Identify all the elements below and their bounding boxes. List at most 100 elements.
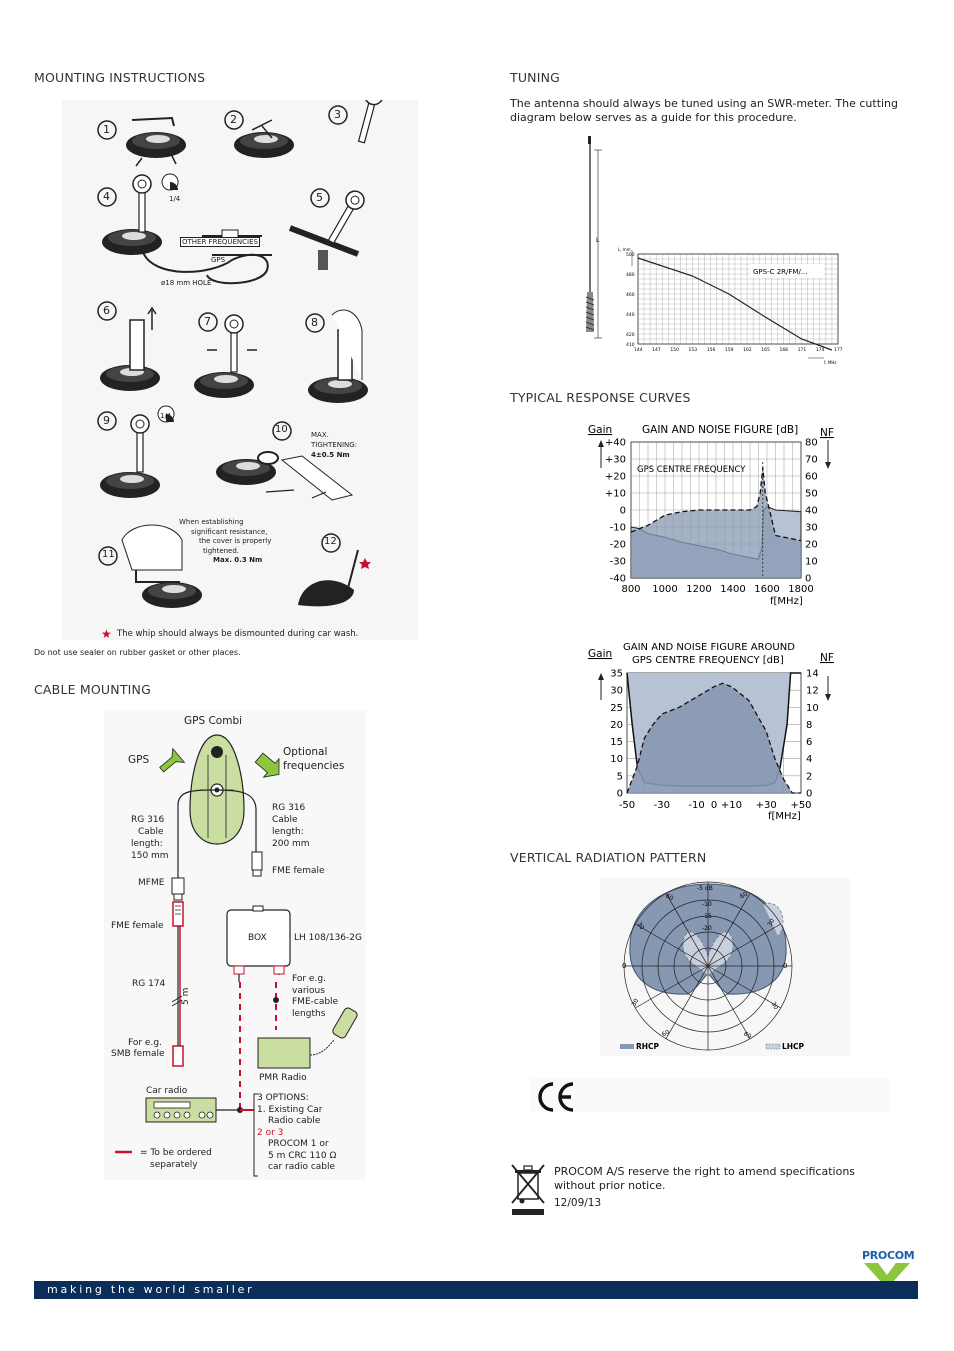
tuning-y-tick: 440 (626, 312, 635, 318)
step-6-number: 6 (103, 304, 110, 317)
chart2-left-tick: 5 (617, 771, 623, 782)
step-5-number: 5 (316, 191, 323, 204)
tuning-x-tick: 162 (743, 347, 752, 353)
chart2-title-1: GAIN AND NOISE FIGURE AROUND (623, 642, 795, 653)
tuning-x-tick: 153 (689, 347, 698, 353)
step-1-number: 1 (103, 123, 110, 136)
chart2-x-tick: 0 (711, 800, 717, 811)
five-m-label: 5 m (181, 987, 191, 1005)
tuning-x-tick: 177 (834, 347, 843, 353)
chart2-left-tick: 35 (610, 669, 623, 680)
chart1-left-tick: +40 (605, 438, 626, 449)
procom-logo-icon (864, 1263, 910, 1295)
chart1-right-tick: 10 (805, 557, 818, 568)
tuning-x-tick: 144 (634, 347, 643, 353)
chart2-right-tick: 2 (806, 771, 812, 782)
chart2-x-tick: +50 (790, 800, 811, 811)
mounting-illustration-panel: 1 2 3 4 5 6 7 8 9 10 11 12 1/4 OTHER FRE… (62, 83, 418, 640)
chart2-right-tick: 8 (806, 720, 812, 731)
angle-label-8: 60 (742, 1030, 752, 1040)
chart2-left-tick: 10 (610, 754, 623, 765)
response-title: TYPICAL RESPONSE CURVES (510, 390, 691, 405)
angle-label-6: 30 (770, 1001, 780, 1011)
gps-connector-label: GPS (211, 256, 226, 264)
chart1-left-tick: +30 (605, 455, 626, 466)
chart1-left-tick: 0 (620, 506, 626, 517)
chart2-left-tick: 30 (610, 686, 623, 697)
angle-label-4: 60 (739, 890, 749, 900)
tuning-x-tick: 147 (652, 347, 661, 353)
chart2-left-tick: 20 (610, 720, 623, 731)
chart2-nf-label: NF (820, 652, 834, 664)
chart1-x-tick: 1800 (788, 584, 813, 595)
chart2-left-tick: 15 (610, 737, 623, 748)
car-radio-label: Car radio (146, 1086, 188, 1096)
pmr-radio-label: PMR Radio (259, 1073, 307, 1083)
tuning-x-tick: 156 (707, 347, 716, 353)
chart2-title-2: GPS CENTRE FREQUENCY [dB] (632, 655, 784, 666)
tuning-title: TUNING (510, 70, 561, 85)
chart1-annotation: GPS CENTRE FREQUENCY (637, 465, 746, 475)
tuning-x-tick: 150 (670, 347, 679, 353)
lh-label: LH 108/136-2G (294, 933, 362, 943)
tuning-x-label: f, MHz (824, 360, 837, 365)
chart2-right-tick: 0 (806, 789, 812, 800)
zero-right-label: 0 (783, 962, 787, 970)
ring-10-label: -10 (702, 901, 712, 908)
sealer-note: Do not use sealer on rubber gasket or ot… (34, 648, 241, 657)
slogan: making the world smaller (47, 1283, 255, 1296)
angle-label-5: 30 (630, 997, 640, 1007)
radiation-title: VERTICAL RADIATION PATTERN (510, 850, 707, 865)
chart2-right-tick: 12 (806, 686, 819, 697)
tuning-y-tick: 480 (626, 272, 635, 278)
whip-drawing (585, 136, 602, 339)
lhcp-swatch (765, 1043, 781, 1050)
chart1-left-tick: -20 (610, 540, 626, 551)
hole-size-label: ø18 mm HOLE (161, 279, 212, 287)
chart1-left-tick: -40 (610, 574, 626, 585)
chart1-right-tick: 20 (805, 540, 818, 551)
tuning-x-tick: 159 (725, 347, 734, 353)
chart2-gain-line (626, 682, 801, 794)
chart1-left-tick: -30 (610, 557, 626, 568)
length-label: L (596, 237, 600, 244)
angle-label-1: 30 (636, 921, 646, 931)
gps-label: GPS (128, 754, 150, 766)
zero-left-label: 0 (622, 962, 626, 970)
radiation-pattern: -5 dB -10 -15 -20 0 0 30 30 60 60 30 30 … (600, 878, 850, 1056)
resistance-note: When establishing significant resistance… (179, 518, 272, 564)
step-10-number: 10 (275, 424, 288, 435)
chart1-gain-label: Gain (588, 424, 612, 436)
chart1-nf-label: NF (820, 427, 834, 439)
ring-15-label: -15 (702, 913, 712, 920)
rg174-label: RG 174 (132, 979, 166, 989)
footer-bar: making the world smaller (34, 1281, 918, 1299)
step-3-number: 3 (334, 108, 341, 121)
tuning-x-tick: 171 (798, 347, 807, 353)
chart1-x-tick: 1200 (686, 584, 711, 595)
tuning-legend-bg (750, 264, 824, 278)
tuning-y-tick: 410 (626, 342, 635, 348)
angle-label-3: 60 (664, 892, 674, 902)
tuning-y-label: L, mm (618, 247, 631, 252)
chart1-right-tick: 50 (805, 489, 818, 500)
chart1-gain-area (631, 467, 801, 578)
chart2-x-tick: -50 (619, 800, 635, 811)
tuning-series-name: GPS-C 2R/FM/... (753, 268, 808, 276)
chart2-right-tick: 10 (806, 703, 819, 714)
chart2-left-tick: 25 (610, 703, 623, 714)
step-8-number: 8 (311, 316, 318, 329)
disclaimer-text: PROCOM A/S reserve the right to amend sp… (554, 1165, 856, 1192)
response-chart-1: Gain GAIN AND NOISE FIGURE [dB] NF +40+3… (588, 424, 834, 607)
chart1-x-tick: 1600 (754, 584, 779, 595)
rhcp-swatch (620, 1044, 634, 1049)
max-tightening-note: MAX. TIGHTENING: 4±0.5 Nm (311, 431, 358, 459)
box-label: BOX (248, 933, 267, 943)
chart2-left-tick: 0 (617, 789, 623, 800)
fme-female-left-label: FME female (111, 921, 164, 931)
tuning-x-tick: 174 (816, 347, 825, 353)
chart1-left-tick: -10 (610, 523, 626, 534)
